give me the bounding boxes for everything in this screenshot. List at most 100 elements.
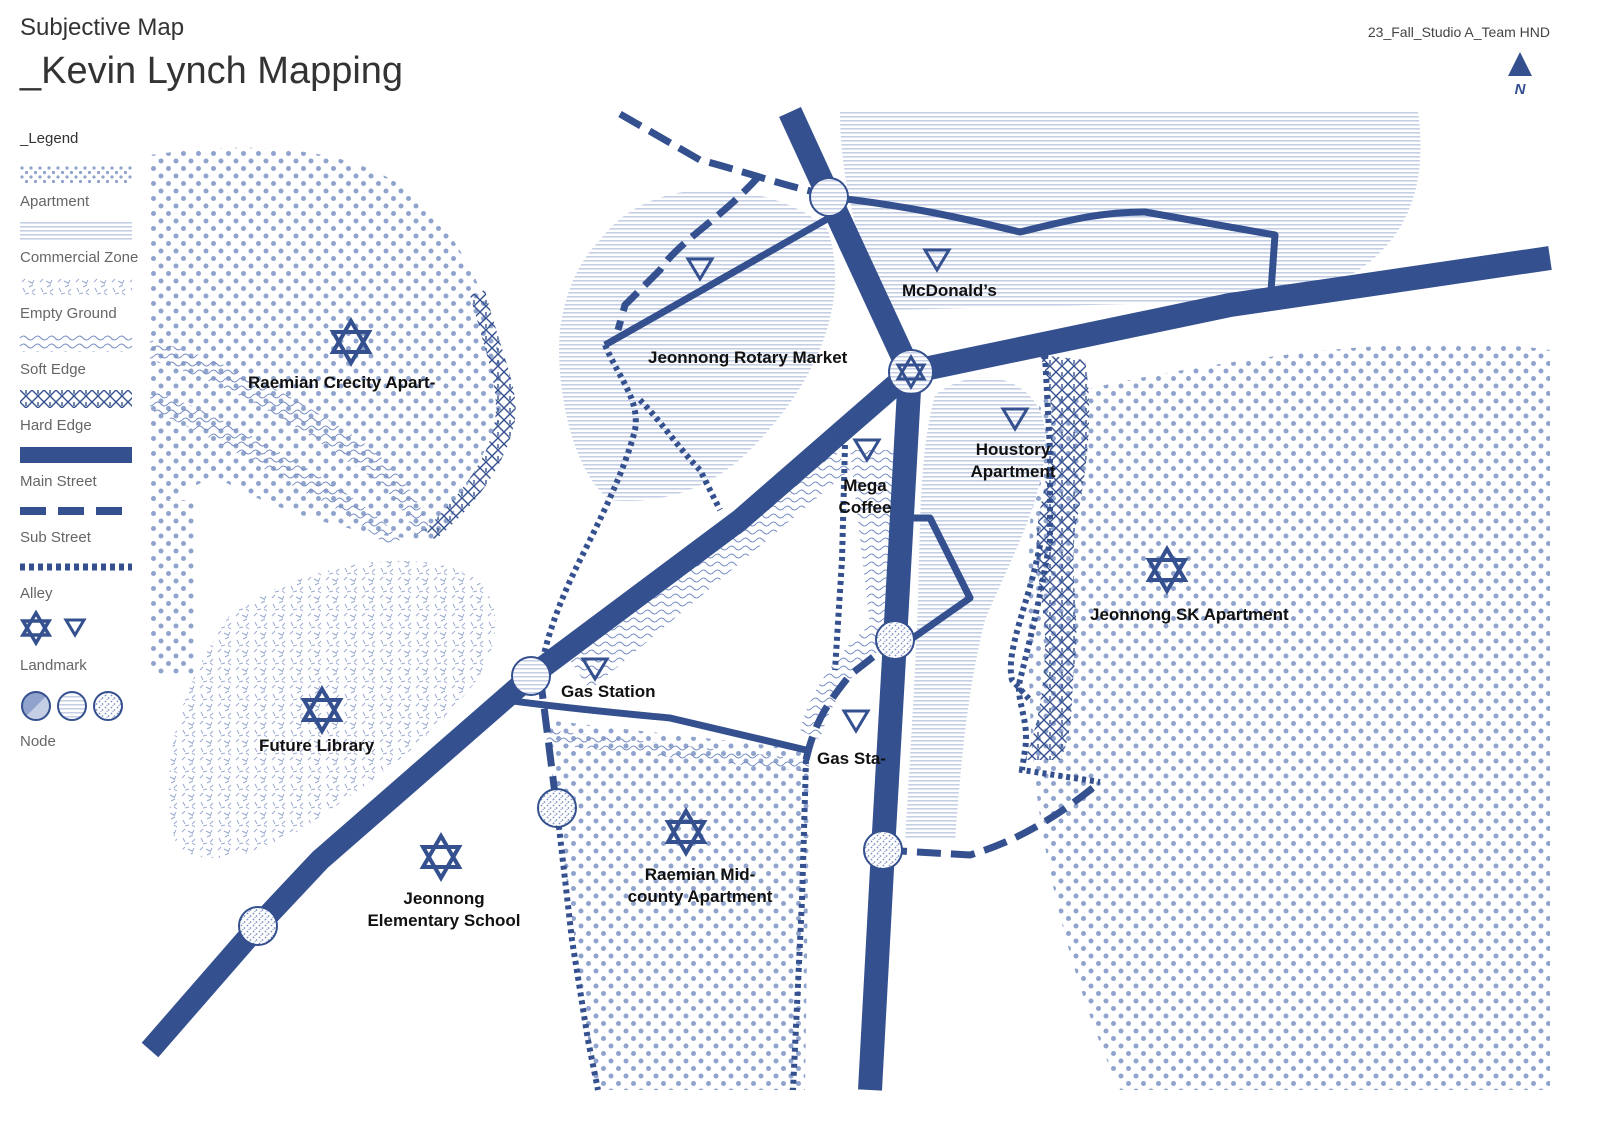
main-street-branch-3 [501, 673, 807, 754]
legend-swatch-empty-ground [20, 278, 132, 296]
legend-swatch-node [21, 691, 123, 721]
sub-street-5 [882, 779, 1103, 859]
node-north [809, 177, 849, 217]
main-street-branch-1 [828, 193, 1279, 306]
legend-label-sub-street: Sub Street [20, 529, 91, 546]
north-arrow-icon: N [1508, 52, 1532, 98]
triangle-icon [852, 438, 882, 463]
label-raemian-mid-2: county Apartment [628, 887, 773, 906]
triangle-icon [685, 257, 715, 282]
star-icon [20, 610, 53, 646]
legend-label-hard-edge: Hard Edge [20, 417, 92, 434]
nodes [238, 177, 934, 946]
label-raemian-crecity: Raemian Crecity Apart- [248, 373, 435, 392]
label-raemian-mid-1: Raemian Mid- [645, 865, 756, 884]
legend-swatch-apartment [20, 166, 132, 184]
star-icon [664, 807, 708, 857]
legend-swatch-alley [20, 563, 132, 571]
map-title: _Kevin Lynch Mapping [20, 50, 404, 92]
legend-title: _Legend [20, 130, 79, 147]
star-icon [300, 685, 344, 735]
landmark-triangles [580, 248, 1030, 734]
main-street-diagonal [141, 363, 918, 1058]
soft-edge-diagonal [570, 445, 850, 690]
sub-street-3 [536, 674, 561, 811]
triangle-icon [922, 248, 952, 273]
label-rotary-market: Jeonnong Rotary Market [648, 348, 848, 367]
legend-swatch-soft-edge [20, 334, 132, 352]
legend-label-main-street: Main Street [20, 473, 97, 490]
label-mcdonalds: McDonald’s [902, 281, 997, 300]
alley-6 [1016, 354, 1101, 785]
soft-edge-crecity-1 [150, 340, 430, 535]
label-jeonnong-school-2: Elementary School [367, 911, 520, 930]
team-credit: 23_Fall_Studio A_Team HND [1367, 24, 1550, 40]
alley-3 [832, 444, 848, 671]
triangle-icon [580, 657, 610, 682]
label-mega-2: Coffee [839, 498, 892, 517]
main-street-east [907, 246, 1552, 384]
label-mega-1: Mega [843, 476, 887, 495]
legend-label-soft-edge: Soft Edge [20, 361, 86, 378]
node-dense-icon [21, 691, 51, 721]
legend-swatch-main-street [20, 447, 132, 463]
alley-5 [790, 759, 809, 1091]
sub-street-4 [802, 637, 898, 761]
area-commercial-houstory [905, 377, 1046, 840]
node-gas-station [511, 656, 551, 696]
area-apartment-left-edge [150, 500, 195, 675]
legend-label-commercial: Commercial Zone [20, 249, 139, 266]
legend-swatch-landmark [20, 610, 87, 646]
node-midcounty [537, 788, 577, 828]
soft-edge-gas-sta [546, 730, 810, 772]
triangle-icon [63, 618, 87, 638]
area-jeonnong-sk [1028, 343, 1550, 1090]
legend-swatch-hard-edge [20, 390, 132, 408]
main-street-branch-4 [905, 514, 974, 643]
legend-swatch-commercial [20, 222, 132, 240]
legend-label-empty-ground: Empty Ground [20, 305, 117, 322]
area-commercial-rotary [559, 189, 836, 501]
label-gas-sta: Gas Sta- [817, 749, 886, 768]
area-raemian-midcounty [545, 720, 810, 1090]
star-icon [419, 832, 463, 882]
north-label: N [1515, 81, 1527, 98]
node-south [863, 830, 903, 870]
label-gas-station: Gas Station [561, 682, 655, 701]
legend-label-landmark: Landmark [20, 657, 87, 674]
soft-edge-mega [800, 450, 900, 740]
hard-edge-crecity [425, 290, 516, 540]
label-jeonnong-sk: Jeonnong SK Apartment [1090, 605, 1289, 624]
node-mega [875, 620, 915, 660]
legend-label-node: Node [20, 733, 56, 750]
sub-street-2 [614, 172, 763, 331]
star-icon [1145, 545, 1189, 595]
triangle-icon [841, 709, 871, 734]
map-subtitle: Subjective Map [20, 14, 185, 41]
main-street-branch-2 [603, 214, 831, 349]
hard-edge-sk [1025, 355, 1090, 760]
alley-network [537, 343, 1101, 1091]
alley-4 [554, 809, 601, 1091]
node-light-icon [93, 691, 123, 721]
triangle-icon [1000, 407, 1030, 432]
main-street-network [141, 106, 1552, 1091]
label-jeonnong-school-1: Jeonnong [403, 889, 484, 908]
node-medium-icon [57, 691, 87, 721]
node-southwest [238, 906, 278, 946]
main-street-south [858, 371, 922, 1091]
star-icon [895, 354, 927, 390]
star-icon [329, 317, 373, 367]
legend-label-alley: Alley [20, 585, 53, 602]
area-apartment-left-strip [150, 420, 225, 510]
soft-edge-crecity-2 [150, 390, 400, 545]
legend-label-apartment: Apartment [20, 193, 90, 210]
label-future-library: Future Library [259, 736, 375, 755]
alley-2 [637, 397, 723, 512]
node-rotary [888, 349, 934, 395]
legend-swatch-sub-street [20, 507, 132, 515]
label-houstory-2: Apartment [970, 462, 1055, 481]
landmark-stars [300, 317, 1189, 882]
label-houstory-1: Houstory [976, 440, 1051, 459]
